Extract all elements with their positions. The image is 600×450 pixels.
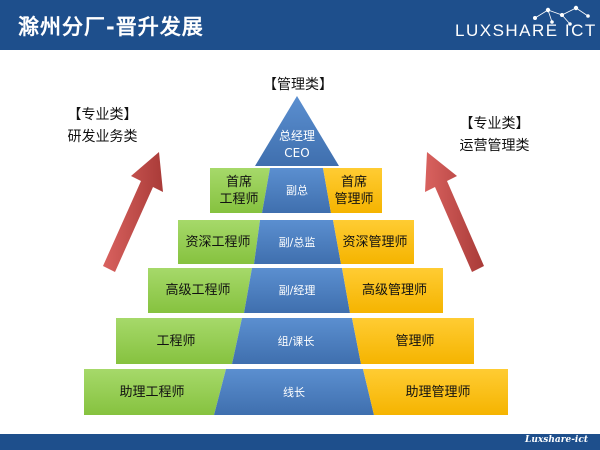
left-category-sub: 研发业务类 bbox=[67, 129, 138, 145]
row4-left-block bbox=[116, 318, 242, 364]
row2-right-block bbox=[333, 220, 414, 264]
row5-left-block bbox=[84, 369, 226, 415]
row1-left-label: 首席 工程师 bbox=[219, 174, 259, 207]
row4-mid-block bbox=[232, 318, 361, 364]
apex-triangle bbox=[255, 96, 339, 166]
row4-mid-label: 组/课长 bbox=[277, 334, 315, 348]
row2-left-block bbox=[178, 220, 260, 264]
left-category-group: 【专业类】 研发业务类 bbox=[55, 104, 150, 148]
row5-right-block bbox=[363, 369, 508, 415]
row1-right-label: 首席 管理师 bbox=[334, 174, 374, 207]
constellation-icon bbox=[533, 5, 590, 26]
row2-left-label: 资深工程师 bbox=[185, 234, 251, 250]
management-category-label: 【管理类】 bbox=[263, 77, 333, 93]
row3-mid-block bbox=[244, 268, 350, 313]
row5-right-label: 助理管理师 bbox=[405, 384, 471, 400]
header-bar: 滁州分厂-晋升发展 LUXSHARE ICT bbox=[0, 0, 600, 50]
left-up-arrow-icon bbox=[103, 152, 163, 272]
apex-subtitle: CEO bbox=[284, 146, 310, 160]
right-category-group: 【专业类】 运营管理类 bbox=[447, 113, 542, 157]
left-category-label: 【专业类】 bbox=[67, 107, 138, 123]
footer-bar: Luxshare-ict bbox=[0, 434, 600, 450]
row1-right-block bbox=[323, 168, 382, 213]
row2-mid-block bbox=[254, 220, 341, 264]
row4-right-block bbox=[352, 318, 474, 364]
row3-left-block bbox=[148, 268, 252, 313]
row5-left-label: 助理工程师 bbox=[119, 384, 185, 400]
right-up-arrow-icon bbox=[425, 152, 484, 272]
row1-mid-label: 副总 bbox=[286, 184, 308, 197]
apex-title: 总经理 bbox=[278, 129, 315, 143]
right-category-sub: 运营管理类 bbox=[459, 138, 530, 154]
row5-mid-block bbox=[214, 369, 374, 415]
apex-label: 总经理 CEO bbox=[262, 128, 332, 162]
page-title: 滁州分厂-晋升发展 bbox=[18, 15, 204, 39]
row3-mid-label: 副/经理 bbox=[278, 284, 316, 297]
footer-brand: Luxshare-ict bbox=[525, 435, 588, 445]
row3-right-block bbox=[342, 268, 443, 313]
brand-logo: LUXSHARE ICT bbox=[455, 21, 597, 40]
right-category-label: 【专业类】 bbox=[459, 116, 530, 132]
row4-left-label: 工程师 bbox=[156, 333, 196, 349]
row5-mid-label: 线长 bbox=[283, 385, 305, 399]
row1-mid-block bbox=[262, 168, 331, 213]
row3-left-label: 高级工程师 bbox=[165, 283, 231, 298]
row3-right-label: 高级管理师 bbox=[361, 283, 427, 298]
row2-mid-label: 副/总监 bbox=[278, 235, 316, 249]
row2-right-label: 资深管理师 bbox=[342, 234, 408, 250]
row4-right-label: 管理师 bbox=[395, 333, 435, 349]
row1-left-block bbox=[210, 168, 270, 213]
